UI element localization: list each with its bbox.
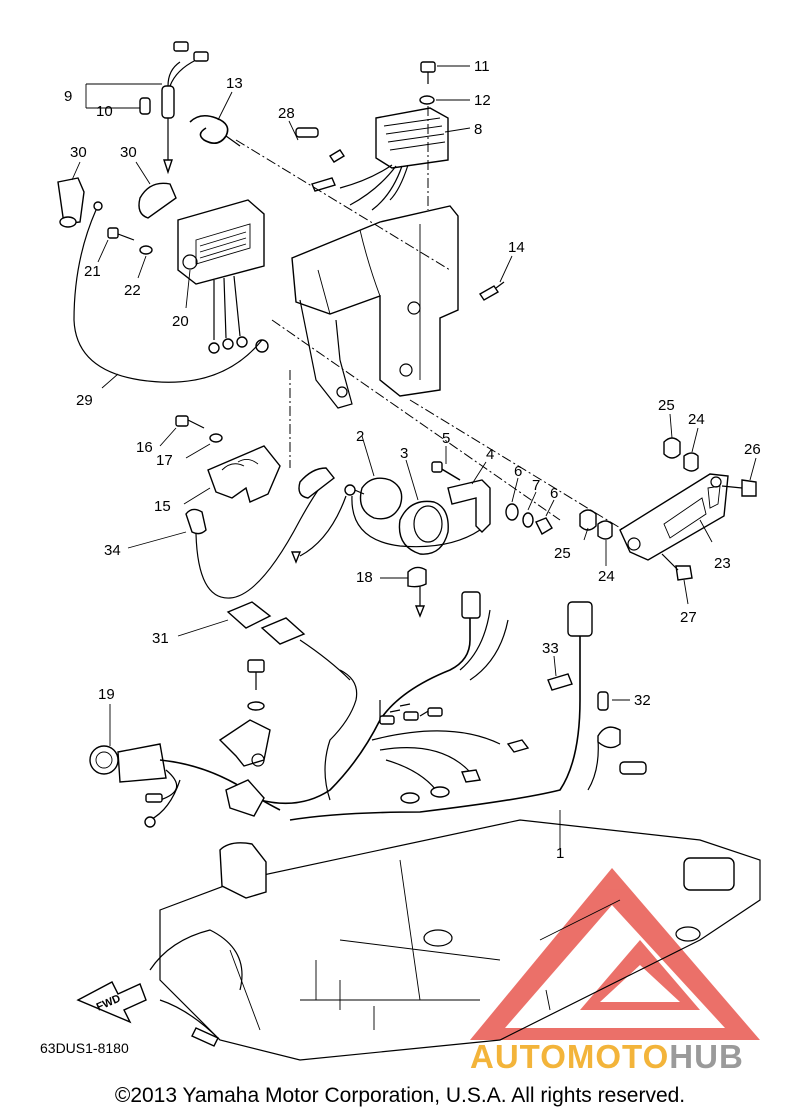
clip-part-33 — [547, 673, 573, 691]
bolt-part-26 — [721, 479, 757, 497]
clip-part-13 — [189, 114, 241, 147]
callout-20: 20 — [172, 313, 189, 330]
callout-10: 10 — [96, 103, 113, 120]
wire-harness-part-1 — [259, 591, 647, 821]
watermark-text: AUTOMOTOHUB — [470, 1038, 744, 1076]
connector-part-31 — [226, 601, 351, 681]
connector-part-18 — [407, 566, 427, 618]
callout-21: 21 — [84, 263, 101, 280]
watermark-logo — [470, 868, 760, 1040]
callout-29: 29 — [76, 392, 93, 409]
callout-14: 14 — [508, 239, 525, 256]
cap-part-34 — [185, 467, 347, 599]
callout-28: 28 — [278, 105, 295, 122]
callout-30-left: 30 — [70, 144, 87, 161]
copyright-notice: ©2013 Yamaha Motor Corporation, U.S.A. A… — [114, 1084, 686, 1107]
callout-12: 12 — [474, 92, 491, 109]
clamp-part-15 — [207, 445, 281, 503]
callout-25-top: 25 — [658, 397, 675, 414]
cap-part-3 — [398, 500, 449, 555]
plate-part-23 — [619, 473, 729, 561]
connector-part-9 — [139, 41, 209, 175]
callout-25-bottom: 25 — [554, 545, 571, 562]
callout-33: 33 — [542, 640, 559, 657]
callout-24-top: 24 — [688, 411, 705, 428]
callout-27: 27 — [680, 609, 697, 626]
callout-8: 8 — [474, 121, 482, 138]
callout-19: 19 — [98, 686, 115, 703]
callout-11: 11 — [474, 58, 490, 75]
bracket-assembly — [291, 205, 459, 409]
callout-32: 32 — [634, 692, 651, 709]
cap-part-30 — [57, 177, 177, 228]
bolt-part-27 — [661, 553, 693, 581]
callout-18: 18 — [356, 569, 373, 586]
fwd-arrow-icon: FWD — [76, 981, 147, 1024]
callout-26: 26 — [744, 441, 761, 458]
bottom-cowling — [149, 819, 761, 1061]
callout-2: 2 — [356, 428, 364, 445]
callout-3: 3 — [400, 445, 408, 462]
grommet-part-25 — [579, 437, 681, 531]
callout-17: 17 — [156, 452, 173, 469]
diagram-code: 63DUS1-8180 — [40, 1040, 129, 1056]
bolt-part-21 — [107, 227, 153, 255]
callout-9: 9 — [64, 88, 72, 105]
callout-31: 31 — [152, 630, 169, 647]
bolt-lower — [218, 659, 271, 767]
watermark-text-part1: AUTOMOTO — [470, 1038, 670, 1075]
switch-part-2 — [344, 477, 403, 520]
grommet-part-24 — [597, 452, 699, 540]
screw-part-5 — [431, 461, 461, 481]
callout-23: 23 — [714, 555, 731, 572]
nut-part-6 — [505, 503, 553, 535]
callout-34: 34 — [104, 542, 121, 559]
watermark-text-part2: HUB — [669, 1038, 744, 1075]
cdi-unit-part-20 — [177, 199, 269, 354]
callout-24-bottom: 24 — [598, 568, 615, 585]
callout-15: 15 — [154, 498, 171, 515]
wire-part-29 — [73, 209, 263, 383]
callout-7: 7 — [532, 477, 540, 494]
callout-16: 16 — [136, 439, 153, 456]
bolt-part-11 — [419, 61, 436, 105]
callout-1: 1 — [556, 845, 564, 862]
callout-5: 5 — [442, 430, 450, 447]
main-connector-part-19 — [89, 743, 281, 828]
callout-6-right: 6 — [550, 485, 558, 502]
callout-13: 13 — [226, 75, 243, 92]
callout-30-right: 30 — [120, 144, 137, 161]
rectifier-part-8 — [311, 107, 449, 211]
screw-part-14 — [479, 281, 505, 301]
bracket-part-4 — [447, 479, 491, 533]
connector-part-28 — [295, 127, 319, 138]
connector-part-32 — [597, 691, 609, 711]
callout-4: 4 — [486, 446, 494, 463]
callout-22: 22 — [124, 282, 141, 299]
bolt-part-16 — [175, 415, 223, 443]
callout-6-left: 6 — [514, 463, 522, 480]
